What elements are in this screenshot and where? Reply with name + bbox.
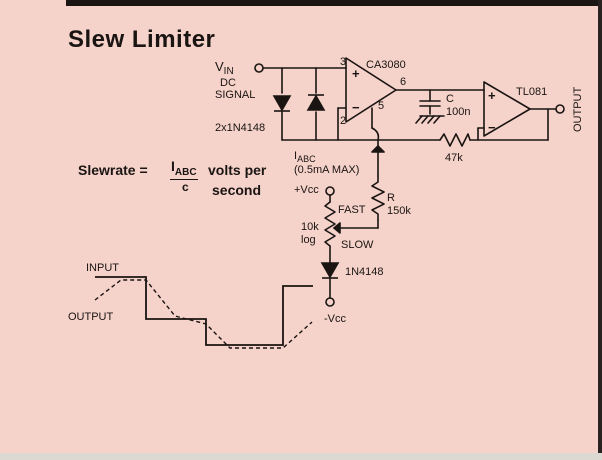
output-label: OUTPUT [572, 87, 584, 133]
tl081-minus-sign: − [488, 120, 496, 135]
input-wave-label: INPUT [86, 262, 119, 274]
diode-bottom-triangle [320, 262, 340, 279]
formula-numerator-sub: ABC [174, 166, 197, 178]
ground-hatch-2 [421, 115, 429, 124]
tl081-label: TL081 [516, 86, 547, 98]
formula-numerator-i: I [171, 158, 175, 174]
right-border [598, 0, 602, 460]
bottom-strip [0, 453, 602, 460]
vcc-pos-label: +Vcc [294, 184, 319, 196]
pot-value-label: 10k [301, 221, 319, 233]
pin6-label: 6 [400, 76, 406, 88]
resistor-47k [439, 133, 471, 147]
diode2-triangle [306, 94, 326, 111]
vcc-pos-terminal [325, 186, 335, 196]
ground-hatch-4 [433, 115, 441, 124]
formula-units-line2: second [212, 182, 262, 198]
slow-label: SLOW [341, 239, 374, 251]
r-name-label: R [387, 192, 395, 204]
vin-signal-label: SIGNAL [215, 89, 255, 101]
diode-bottom-label: 1N4148 [345, 266, 384, 278]
ground-hatch-3 [427, 115, 435, 124]
fast-label: FAST [338, 204, 366, 216]
iabc-arrow [371, 145, 385, 153]
iabc-max-label: (0.5mA MAX) [294, 164, 359, 176]
vcc-neg-terminal [325, 297, 335, 307]
vin-label: VIN [215, 59, 234, 77]
output-waveform [94, 279, 313, 349]
potentiometer-10k [324, 201, 336, 247]
tl081-opamp [483, 81, 531, 137]
r-value-label: 150k [387, 205, 411, 217]
iabc-label: IABC [294, 150, 316, 164]
vcc-neg-label: -Vcc [324, 313, 347, 325]
wiper-arrow [333, 222, 341, 234]
formula-numerator: IABC [170, 158, 198, 180]
pin5-crossover [371, 127, 380, 141]
resistor-r-150k [371, 175, 385, 221]
formula-lhs: Slewrate = [78, 162, 148, 178]
page-title: Slew Limiter [68, 26, 216, 53]
ca3080-opamp [345, 57, 397, 123]
pot-log-label: log [301, 234, 316, 246]
ground-hatch-1 [415, 115, 423, 124]
vin-terminal [254, 63, 264, 73]
input-waveform [95, 276, 313, 346]
formula-denominator: c [182, 180, 189, 194]
output-wave-label: OUTPUT [68, 311, 114, 323]
ca3080-label: CA3080 [366, 59, 406, 71]
formula-units-line1: volts per [208, 162, 267, 178]
pin3-label: 3 [340, 56, 346, 68]
cap-value-label: 100n [446, 106, 470, 118]
tl081-plus-sign: + [488, 88, 496, 103]
pin5-label: 5 [378, 100, 384, 112]
waveform [94, 276, 313, 349]
cap-name-label: C [446, 93, 454, 105]
diode1-triangle [272, 95, 292, 112]
output-terminal [555, 104, 565, 114]
vin-dc-label: DC [220, 77, 236, 89]
pin2-label: 2 [340, 115, 346, 127]
diodes-label: 2x1N4148 [215, 122, 265, 134]
top-border [66, 0, 602, 6]
resistor-47k-label: 47k [445, 152, 463, 164]
ota-minus-sign: − [352, 100, 360, 115]
ota-plus-sign: + [352, 66, 360, 81]
